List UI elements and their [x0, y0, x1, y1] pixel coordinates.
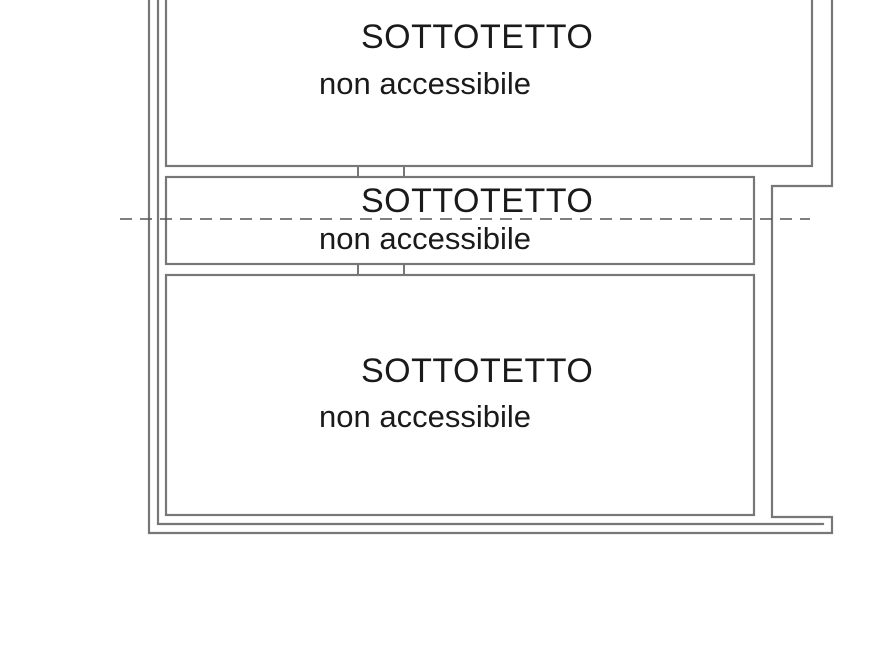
- room-middle-subtitle: non accessibile: [319, 221, 531, 256]
- room-top-outline: [164, 0, 814, 168]
- room-bottom-title: SOTTOTETTO: [361, 352, 593, 390]
- room-top-subtitle: non accessibile: [319, 66, 531, 101]
- door-opening-upper: [357, 166, 405, 177]
- outer-wall: [147, 0, 834, 535]
- room-bottom-subtitle: non accessibile: [319, 399, 531, 434]
- room-top-title: SOTTOTETTO: [361, 18, 593, 56]
- door-opening-lower: [357, 264, 405, 275]
- room-middle-outline: [164, 175, 756, 266]
- room-bottom-outline: [164, 273, 756, 517]
- outer-wall-inner-line: [156, 0, 825, 526]
- room-middle-title: SOTTOTETTO: [361, 182, 593, 220]
